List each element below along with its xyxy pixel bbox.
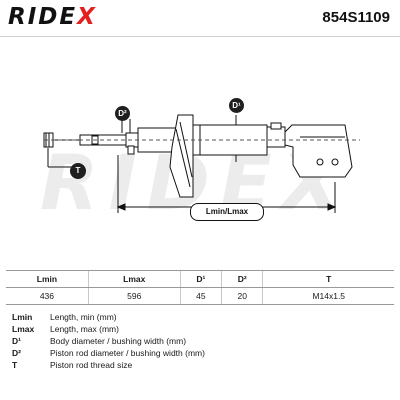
d2-label: D² xyxy=(115,106,130,121)
length-label: Lmin/Lmax xyxy=(190,203,264,221)
spec-value-cell: 20 xyxy=(221,287,263,305)
legend-key: Lmin xyxy=(12,312,33,322)
spec-value-cell: 436 xyxy=(6,287,89,305)
part-number: 854S1109 xyxy=(322,9,390,26)
spec-value-cell: M14x1.5 xyxy=(262,287,394,305)
brand-logo: RIDEX xyxy=(8,4,97,30)
legend-row: Lmin Length, min (mm) xyxy=(12,311,205,323)
legend-desc: Body diameter / bushing width (mm) xyxy=(50,336,187,346)
shock-absorber-drawing xyxy=(43,114,360,213)
legend: Lmin Length, min (mm) Lmax Length, max (mm… xyxy=(12,311,205,371)
legend-key: D¹ xyxy=(12,336,21,346)
legend-row: Lmax Length, max (mm) xyxy=(12,323,205,335)
legend-desc: Piston rod thread size xyxy=(50,360,133,370)
header-divider xyxy=(0,36,400,37)
legend-row: D² Piston rod diameter / bushing width (m… xyxy=(12,347,205,359)
legend-desc: Piston rod diameter / bushing width (mm) xyxy=(50,348,205,358)
spec-header-cell: Lmin xyxy=(6,270,89,288)
spec-header-cell: D² xyxy=(221,270,263,288)
spec-header-row: Lmin Lmax D¹ D² T xyxy=(6,270,394,288)
legend-desc: Length, max (mm) xyxy=(50,324,119,334)
legend-desc: Length, min (mm) xyxy=(50,312,117,322)
spec-header-cell: D¹ xyxy=(179,270,222,288)
legend-row: D¹ Body diameter / bushing width (mm) xyxy=(12,335,205,347)
legend-key: D² xyxy=(12,348,21,358)
spec-value-row: 436 596 45 20 M14x1.5 xyxy=(6,287,394,305)
legend-row: T Piston rod thread size xyxy=(12,359,205,371)
d1-label: D¹ xyxy=(229,98,244,113)
spec-value-cell: 45 xyxy=(179,287,222,305)
spec-value-cell: 596 xyxy=(87,287,181,305)
spec-table: Lmin Lmax D¹ D² T 436 596 45 20 M14x1.5 xyxy=(6,270,394,305)
header-bar: RIDEX 854S1109 xyxy=(0,0,400,37)
spec-header-cell: T xyxy=(262,270,394,288)
t-label: T xyxy=(70,163,86,179)
spec-header-cell: Lmax xyxy=(87,270,181,288)
legend-key: T xyxy=(12,360,18,370)
legend-key: Lmax xyxy=(12,324,35,334)
